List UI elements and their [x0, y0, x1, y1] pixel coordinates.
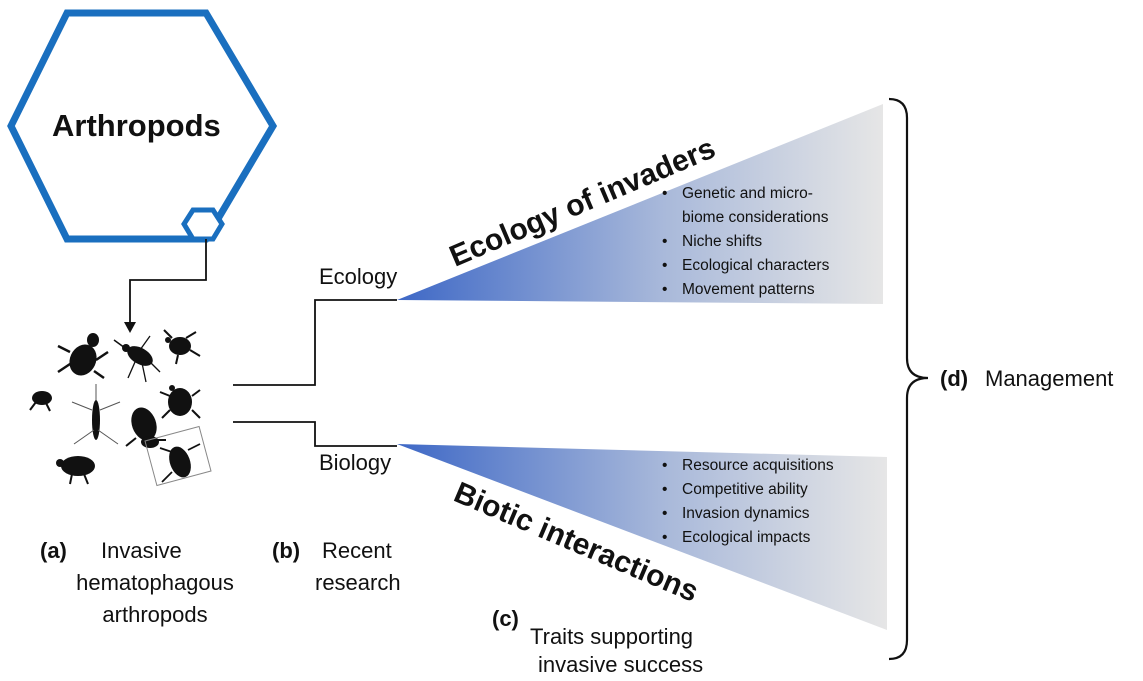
- list-item: Resource acquisitions: [660, 454, 834, 478]
- ecology-bullet-list: Genetic and micro- biome considerations …: [660, 182, 829, 302]
- flea-icon: [29, 391, 52, 412]
- caption-c-line2: invasive success: [538, 652, 704, 677]
- caption-d-tag: (d): [940, 366, 969, 391]
- caption-a-tag: (a): [40, 538, 67, 563]
- caption-a-line2: hematophagous: [76, 570, 234, 595]
- fly-icon: [125, 407, 166, 448]
- ecology-branch-label: Ecology: [319, 264, 398, 289]
- caption-a-line1: Invasive: [101, 538, 182, 563]
- thin-mosquito-icon: [71, 384, 121, 445]
- mosquito-icon: [113, 335, 161, 383]
- management-brace: [888, 97, 929, 661]
- bedbug-icon: [56, 456, 95, 485]
- biotic-bullet-list: Resource acquisitions Competitive abilit…: [660, 454, 834, 550]
- caption-c-tag: (c): [492, 606, 519, 631]
- connector-arrowhead: [124, 322, 136, 333]
- hexagon-connector-line: [129, 239, 207, 330]
- list-item: Invasion dynamics: [660, 502, 834, 526]
- caption-b-line2: research: [315, 570, 401, 595]
- insect-silhouettes: [29, 329, 212, 487]
- caption-d-line1: Management: [985, 366, 1114, 391]
- caption-a-line3: arthropods: [102, 602, 208, 627]
- list-item: Ecological characters: [660, 254, 829, 278]
- tick-icon-middle: [159, 385, 201, 419]
- biology-branch-line: [233, 421, 397, 447]
- list-item: Genetic and micro- biome considerations: [660, 182, 829, 230]
- caption-b-tag: (b): [272, 538, 301, 563]
- kissing-bug-icon: [144, 425, 212, 487]
- tick-icon-top: [163, 329, 201, 365]
- caption-b-line1: Recent: [322, 538, 392, 563]
- ecology-branch-line: [233, 299, 397, 386]
- arthropods-title: Arthropods: [52, 108, 221, 143]
- louse-icon: [57, 333, 109, 380]
- list-item: Niche shifts: [660, 230, 829, 254]
- list-item: Ecological impacts: [660, 526, 834, 550]
- list-item: Competitive ability: [660, 478, 834, 502]
- biology-branch-label: Biology: [319, 450, 392, 475]
- small-hexagon: [181, 207, 225, 242]
- caption-c-line1: Traits supporting: [530, 624, 694, 649]
- list-item: Movement patterns: [660, 278, 829, 302]
